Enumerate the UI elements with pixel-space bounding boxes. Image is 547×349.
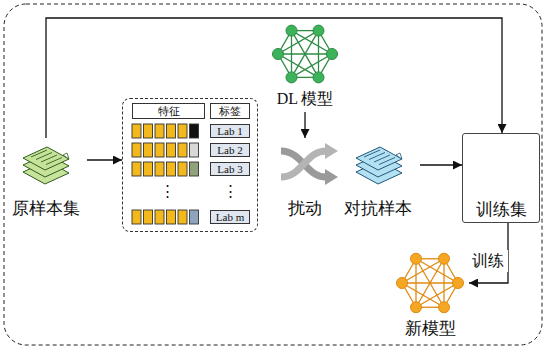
feature-cell [190, 162, 199, 176]
diagram-node: 新模型 [391, 248, 469, 342]
feature-cell [178, 210, 187, 224]
network-neuron [439, 253, 450, 264]
network-link [415, 259, 416, 307]
flow-arrow [420, 164, 462, 165]
document-sheet [356, 147, 402, 170]
node-label: 新模型 [391, 318, 469, 340]
diagram-node: DL 模型 [258, 24, 352, 112]
feature-cell [144, 210, 153, 224]
feature-cell [178, 124, 187, 138]
document-corner [63, 153, 69, 159]
feature-cell [155, 143, 164, 157]
flow-arrow [46, 18, 502, 138]
feature-cell [190, 124, 199, 138]
feature-cell [178, 143, 187, 157]
feature-cell [144, 162, 153, 176]
node-label: 对抗样本 [336, 198, 420, 220]
network-neuron [286, 25, 297, 36]
node-label: 原样本集 [5, 198, 87, 220]
shuffle-ribbon [281, 151, 326, 177]
feature-cell [190, 210, 199, 224]
table-cell: Lab m [210, 210, 250, 224]
table-cell: Lab 1 [210, 124, 250, 138]
shuffle-arrowhead [325, 169, 338, 185]
network-link [402, 259, 444, 283]
original-sample-icon [23, 147, 69, 184]
network-link [292, 31, 319, 78]
feature-cell [132, 162, 141, 176]
feature-cell [132, 143, 141, 157]
feature-cell [132, 210, 141, 224]
feature-label-table: 特征标签 Lab 1 Lab 2 Lab 3 ⋮ ⋮ Lab m [122, 98, 258, 232]
network-link [291, 31, 292, 78]
diagram-node: 对抗样本 [336, 138, 420, 222]
feature-cell [132, 124, 141, 138]
shuffle-icon [281, 143, 338, 185]
network-neuron [313, 25, 324, 36]
network-neuron [313, 72, 324, 83]
document-sheet [23, 147, 69, 170]
table-cell: ⋮ [157, 178, 177, 204]
feature-cell [155, 162, 164, 176]
network-neuron [439, 302, 450, 313]
node-label: 训练集 [462, 199, 540, 221]
document-text-line [46, 158, 62, 165]
table-cell: 标签 [210, 103, 250, 119]
network-neuron [327, 49, 338, 60]
feature-cell [155, 124, 164, 138]
table-cell: Lab 3 [210, 162, 250, 176]
outer-dashed-border [4, 4, 542, 345]
network-link [318, 31, 319, 78]
network-link [278, 31, 319, 54]
network-link [416, 259, 444, 307]
feature-cell [167, 162, 176, 176]
shuffle-ribbon [281, 151, 326, 177]
feature-bars [132, 124, 199, 224]
node-label: 扰动 [274, 198, 336, 220]
network-neuron [453, 278, 464, 289]
diagram-node: 训练集 [462, 133, 540, 223]
diagram-node: 扰动 [274, 138, 336, 222]
network-neuron [286, 72, 297, 83]
feature-cell [167, 124, 176, 138]
feature-cell [167, 210, 176, 224]
feature-cell [190, 143, 199, 157]
shuffle-arrowhead [325, 143, 338, 159]
feature-cell [144, 143, 153, 157]
table-cell: ⋮ [220, 178, 240, 204]
network-neuron [411, 253, 422, 264]
network-neuron [397, 278, 408, 289]
network-neuron [411, 302, 422, 313]
adversarial-sample-icon [356, 147, 402, 184]
dl-model-network [273, 25, 338, 83]
network-link [443, 259, 444, 307]
diagram-node: 原样本集 [5, 138, 87, 222]
flow-arrow [304, 112, 305, 138]
document-corner [396, 153, 402, 159]
network-neuron [273, 49, 284, 60]
feature-cell [167, 143, 176, 157]
feature-cell [155, 210, 164, 224]
edge-label: 训练 [468, 250, 508, 272]
flow-arrow [469, 223, 508, 283]
table-cell: Lab 2 [210, 143, 250, 157]
feature-cell [144, 124, 153, 138]
network-link [416, 259, 444, 307]
node-label: DL 模型 [258, 88, 352, 110]
table-cell: 特征 [132, 103, 205, 119]
new-model-network [397, 253, 464, 312]
feature-cell [178, 162, 187, 176]
document-text-line [379, 158, 395, 165]
flow-arrow [87, 159, 122, 160]
network-link [292, 31, 319, 78]
